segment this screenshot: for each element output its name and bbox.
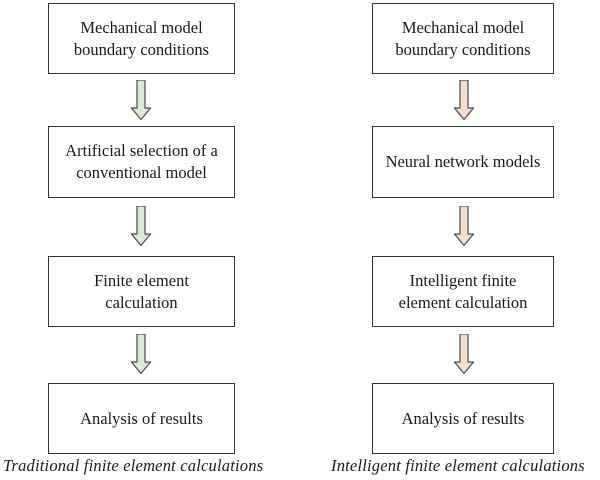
intelligent-step-analysis-of-results: Analysis of results — [372, 383, 554, 454]
intelligent-caption: Intelligent finite element calculations — [331, 456, 585, 475]
traditional-step-mechanical-model: Mechanical model boundary conditions — [48, 3, 235, 74]
traditional-step-artificial-selection: Artificial selection of a conventional m… — [48, 126, 235, 198]
traditional-arrow-down-icon-2 — [131, 206, 151, 246]
traditional-step-finite-element-calculation: Finite element calculation — [48, 256, 235, 327]
traditional-step-2-label: Artificial selection of a conventional m… — [65, 141, 218, 182]
intelligent-arrow-down-icon-2 — [454, 206, 474, 246]
intelligent-step-2-label: Neural network models — [385, 152, 541, 171]
intelligent-step-4-label: Analysis of results — [401, 408, 525, 428]
intelligent-step-intelligent-fe-calculation: Intelligent finite element calculation — [372, 256, 554, 327]
traditional-caption: Traditional finite element calculations — [3, 456, 264, 475]
intelligent-arrow-down-icon-3 — [454, 334, 474, 374]
traditional-step-3-label: Finite element calculation — [94, 270, 189, 312]
intelligent-step-1-label: Mechanical model boundary conditions — [395, 17, 531, 59]
traditional-arrow-down-icon-1 — [131, 80, 151, 120]
intelligent-step-mechanical-model: Mechanical model boundary conditions — [372, 3, 554, 74]
intelligent-arrow-down-icon-1 — [454, 80, 474, 120]
traditional-arrow-down-icon-3 — [131, 334, 151, 374]
traditional-step-1-label: Mechanical model boundary conditions — [73, 17, 210, 59]
intelligent-step-3-label: Intelligent finite element calculation — [398, 270, 528, 312]
traditional-step-4-label: Analysis of results — [80, 408, 203, 428]
intelligent-step-neural-network-models: Neural network models — [372, 126, 554, 198]
traditional-step-analysis-of-results: Analysis of results — [48, 383, 235, 454]
